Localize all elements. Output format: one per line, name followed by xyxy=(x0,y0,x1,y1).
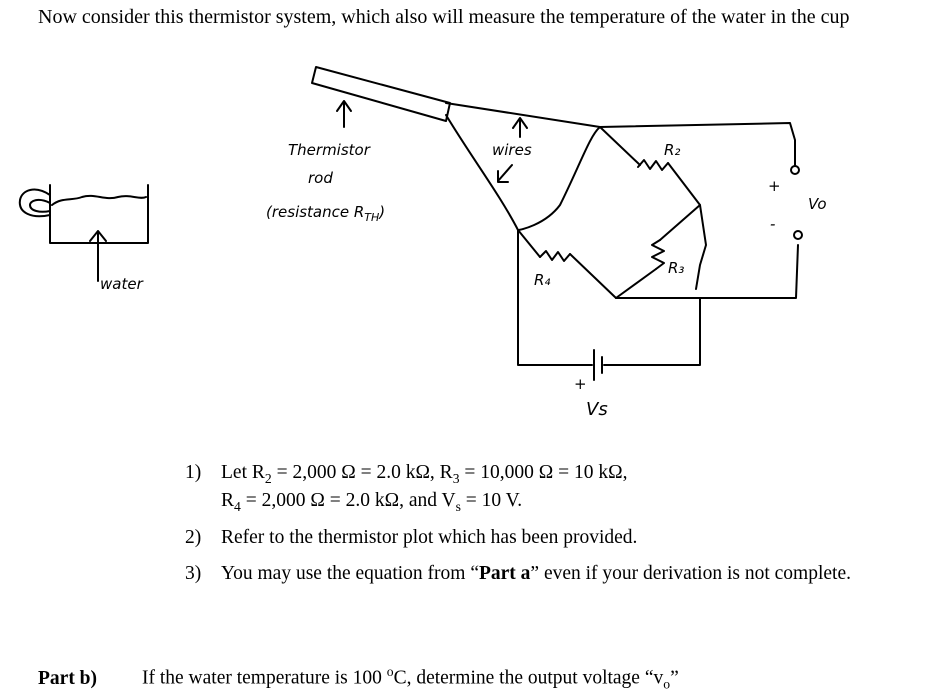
bridge-left-top xyxy=(517,126,601,231)
water-cup xyxy=(18,184,149,244)
item-number: 3) xyxy=(185,562,202,584)
item-text: = 10,000 Ω = 10 kΩ, xyxy=(459,462,628,483)
part-b-text: C, determine the output voltage “v xyxy=(393,667,664,689)
vs-subscript: s xyxy=(455,498,461,514)
supply-wire-right xyxy=(603,297,701,366)
bridge-r4-leads xyxy=(517,229,617,299)
r4-subscript: 4 xyxy=(234,498,241,514)
vo-minus: - xyxy=(770,215,775,233)
item-text: ” even if your derivation is not complet… xyxy=(530,562,851,584)
vo-subscript: o xyxy=(663,676,671,692)
battery-plus: + xyxy=(574,375,587,393)
thermistor-label-2: rod xyxy=(308,169,333,187)
list-item-continuation: R4 = 2,000 Ω = 2.0 kΩ, and Vs = 10 V. xyxy=(185,488,851,516)
wires-arrow-diag xyxy=(497,164,513,183)
item-text: = 10 V. xyxy=(460,489,523,511)
problem-intro: Now consider this thermistor system, whi… xyxy=(38,6,850,28)
water-arrow xyxy=(89,230,107,282)
item-text: Let R xyxy=(221,462,265,483)
part-b-label: Part b) xyxy=(38,667,98,689)
degree-superscript: o xyxy=(386,664,394,679)
item-text: = 2,000 Ω = 2.0 kΩ, R xyxy=(271,462,453,483)
r3-label: R₃ xyxy=(668,259,684,277)
list-item: 2) Refer to the thermistor plot which ha… xyxy=(185,525,851,550)
item-text-bold: Part a xyxy=(478,562,531,584)
given-values-list: 1) Let R2 = 2,000 Ω = 2.0 kΩ, R3 = 10,00… xyxy=(185,460,851,586)
output-lower-wire xyxy=(615,244,799,299)
item-text: = 2,000 Ω = 2.0 kΩ, and V xyxy=(240,489,456,511)
supply-wire-left xyxy=(517,229,593,366)
part-b-text: ” xyxy=(670,667,679,689)
item-number: 1) xyxy=(185,462,202,483)
water-label: water xyxy=(100,275,144,293)
part-b-question: Part b) If the water temperature is 100 o… xyxy=(38,664,679,692)
r4-resistor xyxy=(539,250,571,262)
thermistor-rod xyxy=(311,66,451,122)
thermistor-circuit-diagram: Thermistor rod (resistance RTH) wires wa… xyxy=(18,66,827,420)
thermistor-label-3: (resistance RTH) xyxy=(266,203,385,224)
item-text: You may use the equation from “ xyxy=(221,562,479,584)
vo-terminal-top xyxy=(790,165,800,175)
list-item: 1) Let R2 = 2,000 Ω = 2.0 kΩ, R3 = 10,00… xyxy=(185,460,851,488)
vo-label: Vo xyxy=(808,195,827,213)
vs-label: Vs xyxy=(586,399,608,420)
item-text: R xyxy=(221,489,235,511)
wires-arrow-up xyxy=(512,117,528,138)
bridge-right-down xyxy=(667,162,707,290)
item-text: Refer to the thermistor plot which has b… xyxy=(221,527,638,549)
list-item: 3) You may use the equation from “Part a… xyxy=(185,561,851,586)
bridge-top-right xyxy=(599,126,641,166)
r3-resistor xyxy=(651,239,665,270)
item-number: 2) xyxy=(185,527,202,549)
bridge-r3-leads xyxy=(615,204,701,299)
battery-symbol xyxy=(593,349,603,381)
r2-label: R₂ xyxy=(664,141,680,159)
vo-terminal-bottom xyxy=(793,230,803,240)
r2-subscript: 2 xyxy=(264,470,272,486)
wire-upper xyxy=(445,102,796,166)
wires-label: wires xyxy=(492,141,532,159)
thermistor-arrow xyxy=(336,100,352,128)
thermistor-label-1: Thermistor xyxy=(288,141,371,159)
r3-subscript: 3 xyxy=(452,470,460,486)
wire-lower xyxy=(445,114,519,231)
vo-plus: + xyxy=(768,177,781,195)
part-b-text: If the water temperature is 100 xyxy=(142,667,387,689)
r4-label: R₄ xyxy=(534,271,550,289)
r2-resistor xyxy=(637,159,669,171)
